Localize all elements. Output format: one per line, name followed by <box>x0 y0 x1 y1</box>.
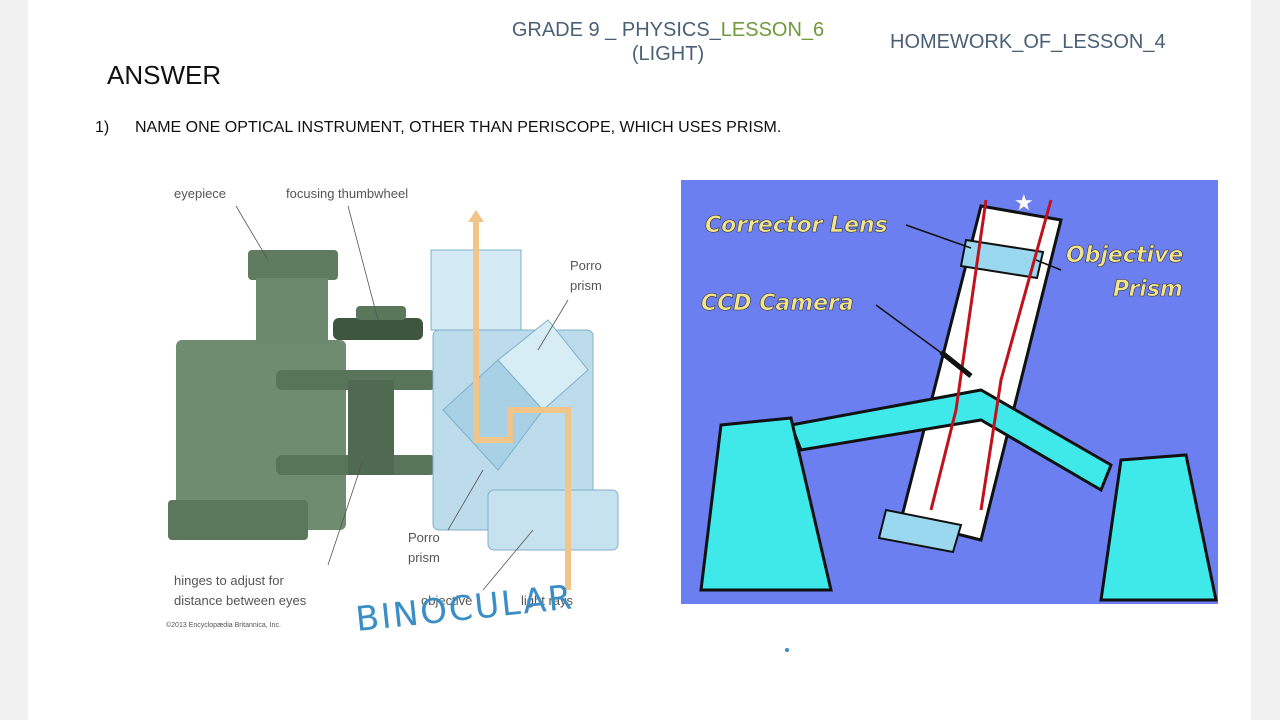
light-ray-arrow <box>468 210 484 222</box>
focus-cap <box>356 306 406 320</box>
header-lesson: LESSON_6 <box>721 19 824 41</box>
label-porro-top-2: prism <box>570 278 602 293</box>
focus-wheel <box>333 318 423 340</box>
label-porro-bottom-1: Porro <box>408 530 440 545</box>
right-objective-housing <box>488 490 618 550</box>
label-corrector: Corrector Lens <box>705 213 888 238</box>
center-shaft <box>348 380 394 475</box>
label-porro-top-1: Porro <box>570 258 602 273</box>
label-objective-1: Objective <box>1066 243 1183 268</box>
header-prefix: GRADE 9 _ PHYSICS_ <box>512 19 721 41</box>
label-objective-2: Prism <box>1113 277 1183 302</box>
question-text: NAME ONE OPTICAL INSTRUMENT, OTHER THAN … <box>135 119 781 136</box>
label-hinges-2: distance between eyes <box>174 593 307 608</box>
leader-focus <box>348 206 378 320</box>
document-page: GRADE 9 _ PHYSICS_LESSON_6 (LIGHT) HOMEW… <box>28 0 1251 720</box>
star-icon: ★ <box>1014 190 1034 215</box>
label-ccd: CCD Camera <box>701 291 854 316</box>
eyepiece-cap <box>248 250 338 280</box>
question-1: 1)NAME ONE OPTICAL INSTRUMENT, OTHER THA… <box>95 119 781 137</box>
ink-dot <box>785 648 789 652</box>
answer-heading: ANSWER <box>107 60 221 91</box>
lesson-header: GRADE 9 _ PHYSICS_LESSON_6 (LIGHT) <box>488 18 848 66</box>
label-hinges-1: hinges to adjust for <box>174 573 285 588</box>
header-subtitle: (LIGHT) <box>488 42 848 66</box>
label-focusing: focusing thumbwheel <box>286 186 408 201</box>
left-objective-housing <box>168 500 308 540</box>
question-number: 1) <box>95 119 135 137</box>
telescope-diagram: ★ Corrector Lens Objective Prism CCD Cam… <box>681 180 1218 604</box>
homework-header: HOMEWORK_OF_LESSON_4 <box>890 31 1166 54</box>
label-copyright: ©2013 Encyclopædia Britannica, Inc. <box>166 621 281 629</box>
eyepiece-tube <box>256 278 328 344</box>
label-eyepiece: eyepiece <box>174 186 226 201</box>
label-porro-bottom-2: prism <box>408 550 440 565</box>
